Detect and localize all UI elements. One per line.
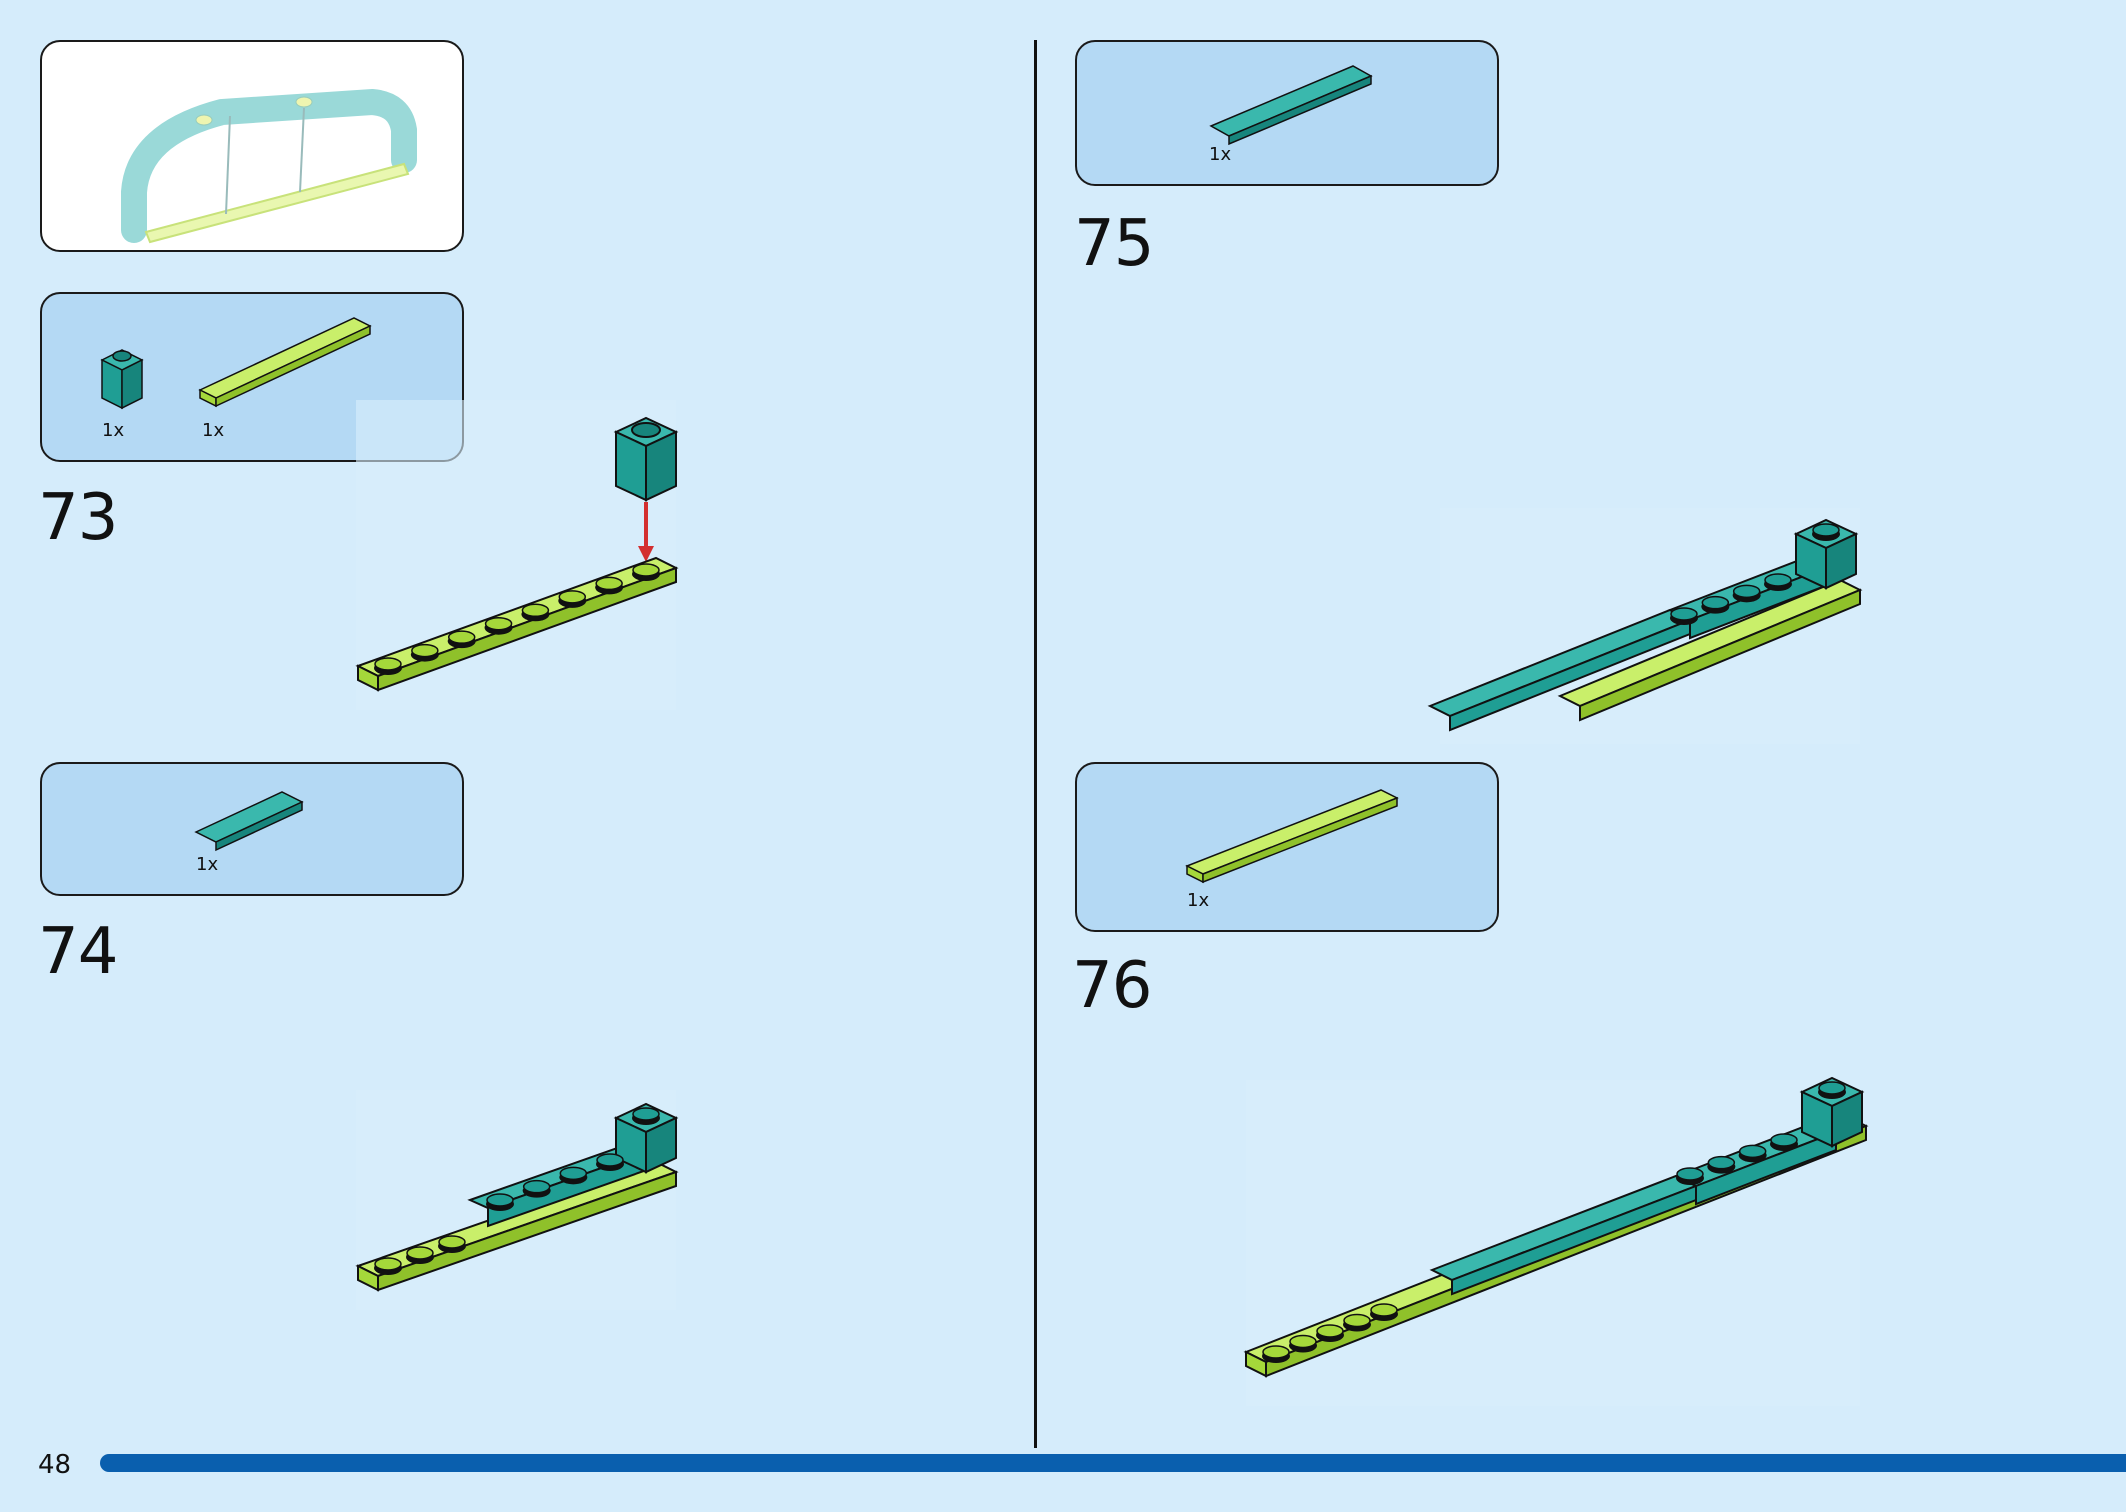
parts-panel-step-74: 1x [40, 762, 464, 896]
column-divider [1034, 40, 1037, 1448]
stud [1343, 1313, 1371, 1332]
stud [1316, 1324, 1344, 1342]
step-75-build-illustration [1427, 518, 1863, 732]
stud [1701, 595, 1730, 614]
stud [1670, 607, 1698, 625]
stud [484, 616, 513, 635]
step-number: 76 [1072, 949, 1152, 1023]
stud [1370, 1303, 1398, 1321]
teal-1x4-plate-icon [194, 791, 304, 852]
stud [374, 1257, 402, 1275]
stud [486, 1193, 514, 1211]
step-number: 75 [1074, 207, 1154, 281]
stud [522, 1179, 551, 1198]
stud [1770, 1133, 1798, 1151]
part-qty: 1x [1209, 144, 1232, 165]
stud [1262, 1345, 1290, 1363]
model-overview-panel [40, 40, 464, 252]
stud [410, 643, 439, 662]
parts-panel-step-76: 1x [1075, 762, 1499, 932]
part-qty: 1x [102, 420, 125, 441]
stud [1707, 1155, 1736, 1174]
step-number: 73 [38, 481, 118, 555]
stud [1764, 573, 1792, 591]
part-qty: 1x [1187, 890, 1210, 911]
stud [1812, 523, 1840, 541]
teal-1x6-tile-icon [1209, 65, 1373, 146]
lime-1x8-plate-icon [1185, 789, 1399, 884]
stud [1738, 1144, 1767, 1163]
progress-bar [100, 1454, 2126, 1472]
stud [595, 576, 624, 595]
step-73-build-illustration [355, 416, 679, 692]
arch-window-model-icon [121, 88, 417, 244]
stud [1289, 1334, 1317, 1353]
stud [1732, 584, 1761, 603]
teal-1x1-brick-icon [100, 349, 144, 410]
stud [596, 1153, 624, 1171]
stud [559, 1166, 588, 1185]
stud [447, 630, 476, 649]
step-76-build-illustration [1243, 1076, 1869, 1378]
parts-panel-step-73: 1x 1x [40, 292, 464, 462]
stud [558, 590, 587, 608]
lime-1x8-plate-icon [198, 317, 372, 408]
parts-panel-step-75: 1x [1075, 40, 1499, 186]
stud [406, 1246, 434, 1264]
stud [632, 563, 660, 581]
stud [1676, 1167, 1704, 1185]
stud [521, 603, 550, 622]
stud [1818, 1081, 1846, 1099]
step-number: 74 [38, 915, 118, 989]
stud [438, 1235, 466, 1253]
part-qty: 1x [202, 420, 225, 441]
stud [374, 657, 402, 675]
stud [632, 1107, 660, 1125]
page-number: 48 [38, 1450, 72, 1480]
step-74-build-illustration [355, 1102, 679, 1292]
part-qty: 1x [196, 854, 219, 875]
